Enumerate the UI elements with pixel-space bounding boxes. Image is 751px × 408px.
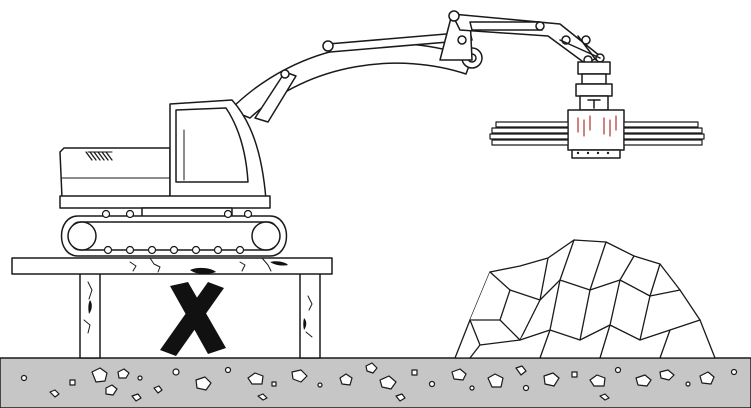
right-column bbox=[299, 271, 321, 359]
idler-wheel bbox=[251, 221, 281, 251]
rubble-pile-icon bbox=[454, 239, 716, 359]
ground-pebbles bbox=[20, 362, 738, 402]
engine-vent-icon bbox=[85, 151, 113, 161]
gripped-plates bbox=[489, 121, 705, 146]
drive-sprocket bbox=[67, 221, 97, 251]
upper-body bbox=[59, 99, 271, 209]
gripper-bolts bbox=[576, 151, 610, 155]
counterweight-base bbox=[59, 195, 271, 209]
cab-window bbox=[175, 107, 249, 183]
arm bbox=[439, 10, 605, 65]
gripper-slots bbox=[577, 115, 617, 137]
concrete-slab-structure bbox=[11, 257, 333, 359]
x-mark-icon bbox=[160, 282, 226, 356]
excavator bbox=[59, 10, 705, 257]
boom-cylinder bbox=[254, 71, 297, 123]
track-rollers bbox=[101, 209, 253, 255]
track-inner bbox=[68, 221, 280, 251]
plate-gripper bbox=[489, 61, 705, 159]
damage-blots bbox=[88, 261, 307, 330]
arm-cylinder bbox=[469, 21, 543, 31]
ground bbox=[0, 357, 751, 408]
tracks bbox=[60, 207, 288, 257]
floor-slab bbox=[11, 257, 333, 275]
crack-lines bbox=[83, 257, 313, 338]
engine-housing bbox=[59, 147, 171, 199]
